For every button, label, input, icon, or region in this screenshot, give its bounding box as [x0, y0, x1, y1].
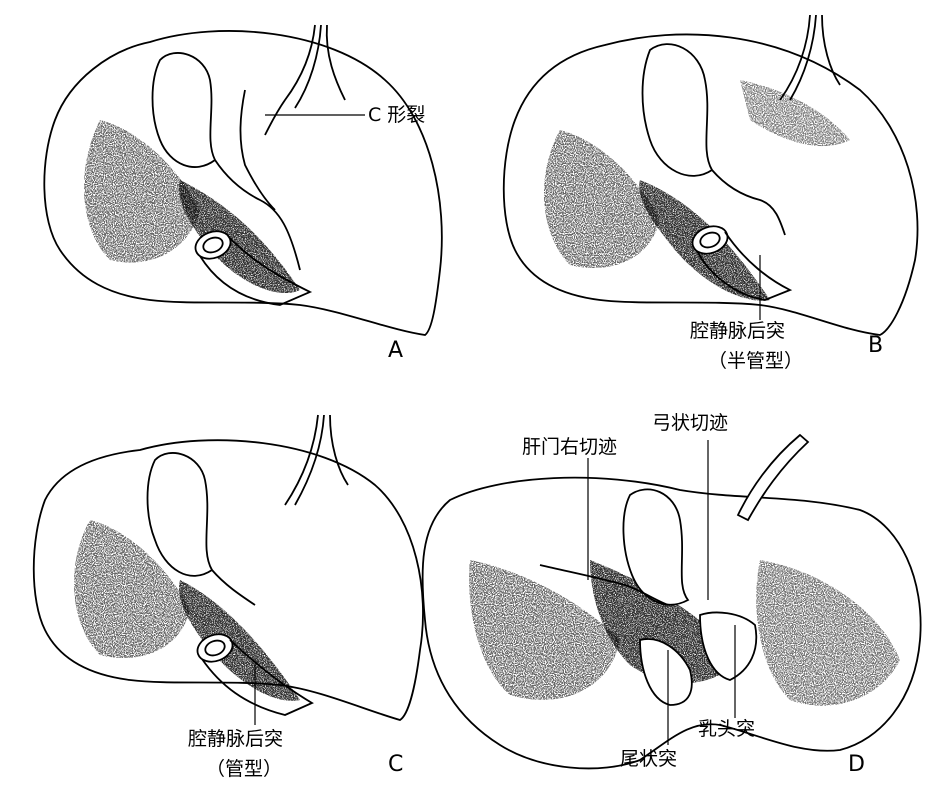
panel-c-drawing	[34, 415, 423, 725]
panel-d-letter: D	[848, 752, 865, 777]
panel-a-drawing	[44, 25, 442, 335]
panel-a-letter: A	[388, 338, 403, 363]
panel-d-label-arcuate-notch: 弓状切迹	[652, 412, 728, 434]
panel-b-label-type: （半管型）	[708, 350, 803, 372]
panel-b-label-retrocaval: 腔静脉后突	[690, 320, 785, 342]
panel-a-label-c-fissure: C 形裂	[368, 104, 425, 126]
panel-d-label-caudate-process: 尾状突	[620, 748, 677, 770]
panel-c-label-type: （管型）	[206, 758, 282, 780]
panel-c-letter: C	[388, 752, 403, 777]
panel-c-label-retrocaval: 腔静脉后突	[188, 728, 283, 750]
panel-d-drawing	[423, 435, 921, 768]
panel-b-letter: B	[868, 333, 883, 358]
panel-d-label-right-hilar-notch: 肝门右切迹	[522, 436, 617, 458]
panel-d-label-papillary-process: 乳头突	[698, 718, 755, 740]
panel-b-drawing	[504, 15, 918, 335]
